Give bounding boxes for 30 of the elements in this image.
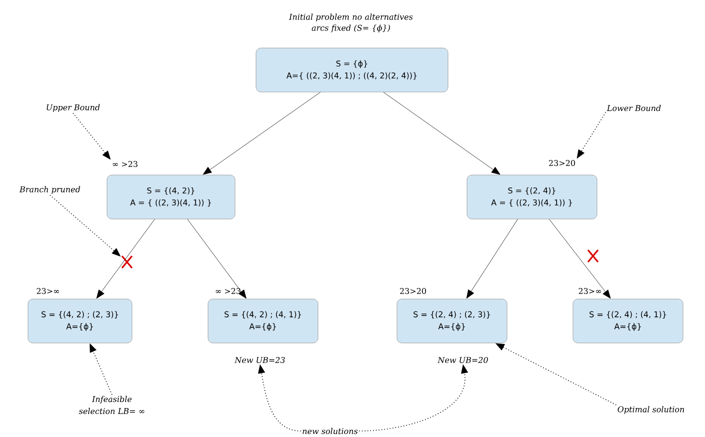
annotation: Branch pruned bbox=[19, 186, 80, 194]
node-label: Initial problem no alternatives arcs fixed (S= {ϕ}) bbox=[288, 14, 413, 32]
node-label: 23>20 bbox=[400, 288, 426, 294]
state-box: S = {(2, 4) ; (2, 3)} A={ϕ} bbox=[396, 298, 508, 344]
cross-mark bbox=[121, 255, 133, 269]
node-label: ∞ >23 bbox=[112, 160, 138, 168]
node-label: ∞ >23 bbox=[216, 288, 240, 294]
cross-mark bbox=[587, 249, 599, 263]
arrow bbox=[187, 219, 246, 299]
state-box: S = {(4, 2) ; (4, 1)} A={ϕ} bbox=[208, 298, 318, 344]
arrow bbox=[202, 92, 321, 175]
node-label: 23>20 bbox=[549, 160, 575, 166]
state-box: S = {(2, 4) ; (4, 1)} A={ϕ} bbox=[572, 298, 684, 344]
state-box: S = {(2, 4)} A = { ((2, 3)(4, 1)) } bbox=[466, 174, 598, 220]
state-box: S = {ϕ} A={ ((2, 3)(4, 1)) ; ((4, 2)(2, 4))} bbox=[256, 48, 448, 92]
node-label: 23>∞ bbox=[36, 288, 59, 294]
arrow bbox=[548, 219, 611, 299]
annotation: Optimal solution bbox=[618, 406, 684, 414]
state-box: S = {(4, 2)} A = { ((2, 3)(4, 1)) } bbox=[106, 174, 236, 220]
arrow bbox=[383, 92, 500, 175]
annotation: Upper Bound bbox=[46, 104, 100, 112]
annotation: Lower Bound bbox=[606, 104, 661, 112]
node-label: New UB=20 bbox=[438, 356, 488, 364]
node-label: New UB=23 bbox=[234, 356, 285, 364]
state-box: S = {(4, 2) ; (2, 3)} A={ϕ} bbox=[28, 298, 132, 344]
annotation: Infeasible selection LB= ∞ bbox=[78, 396, 144, 414]
annotation: new solutions bbox=[302, 428, 358, 434]
arrow bbox=[466, 219, 518, 299]
node-label: 23>∞ bbox=[578, 288, 601, 294]
arrow bbox=[96, 219, 155, 299]
